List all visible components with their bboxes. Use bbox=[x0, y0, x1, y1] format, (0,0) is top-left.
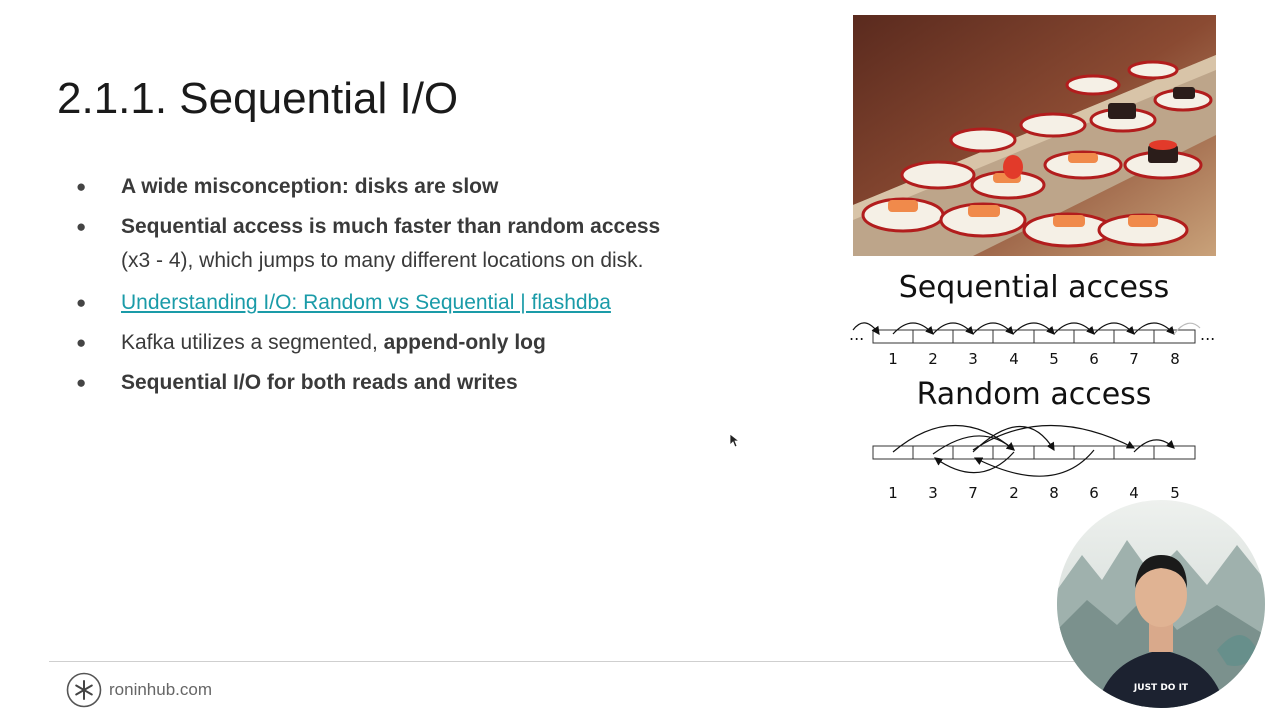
seq-label: 3 bbox=[968, 350, 978, 368]
bullet-item: ● A wide misconception: disks are slow bbox=[76, 170, 796, 204]
bullet-item: ● Understanding I/O: Random vs Sequentia… bbox=[76, 286, 796, 320]
seq-label: 5 bbox=[1049, 350, 1059, 368]
sushi-conveyor-image bbox=[853, 15, 1216, 256]
seq-label: 6 bbox=[1089, 350, 1099, 368]
bullet-text: A wide misconception: disks are slow bbox=[121, 175, 499, 198]
shirt-text: JUST DO IT bbox=[1133, 683, 1189, 693]
rand-label: 1 bbox=[888, 484, 898, 502]
seq-label: 8 bbox=[1170, 350, 1180, 368]
seq-label: 2 bbox=[928, 350, 938, 368]
bullet-dot-icon: ● bbox=[76, 177, 87, 196]
seq-label: 1 bbox=[888, 350, 898, 368]
ellipsis-right: ... bbox=[1200, 325, 1215, 344]
bullet-list: ● A wide misconception: disks are slow ●… bbox=[76, 170, 796, 406]
mouse-pointer-icon bbox=[729, 433, 741, 453]
seq-label: 7 bbox=[1129, 350, 1139, 368]
bullet-dot-icon: ● bbox=[76, 293, 87, 312]
ellipsis-left: ... bbox=[849, 325, 864, 344]
rand-label: 5 bbox=[1170, 484, 1180, 502]
bullet-text: Sequential I/O for both reads and writes bbox=[121, 371, 518, 394]
rand-label: 6 bbox=[1089, 484, 1099, 502]
rand-label: 8 bbox=[1049, 484, 1059, 502]
slide-title: 2.1.1. Sequential I/O bbox=[57, 74, 459, 123]
sequential-access-title: Sequential access bbox=[899, 270, 1169, 305]
rand-label: 2 bbox=[1009, 484, 1019, 502]
bullet-text-bold: append-only log bbox=[383, 331, 546, 354]
bullet-dot-icon: ● bbox=[76, 333, 87, 352]
rand-label: 3 bbox=[928, 484, 938, 502]
seq-label: 4 bbox=[1009, 350, 1019, 368]
bullet-item: ● Sequential access is much faster than … bbox=[76, 210, 796, 278]
random-access-title: Random access bbox=[917, 377, 1152, 412]
bullet-text: Kafka utilizes a segmented, bbox=[121, 331, 384, 354]
bullet-text-bold: Sequential access is much faster than ra… bbox=[121, 215, 661, 238]
bullet-text: (x3 - 4), which jumps to many different … bbox=[121, 249, 644, 272]
presenter-webcam: JUST DO IT bbox=[1057, 500, 1265, 708]
bullet-item: ● Kafka utilizes a segmented, append-onl… bbox=[76, 326, 796, 360]
flashdba-link[interactable]: Understanding I/O: Random vs Sequential … bbox=[121, 291, 611, 314]
asterisk-circle-icon bbox=[66, 672, 102, 708]
footer-site-name: roninhub.com bbox=[109, 680, 213, 699]
access-pattern-diagram: Sequential access ... ... 1 2 3 4 5 6 bbox=[845, 262, 1225, 512]
bullet-dot-icon: ● bbox=[76, 217, 87, 236]
footer-divider bbox=[49, 661, 1089, 662]
rand-label: 7 bbox=[968, 484, 978, 502]
rand-label: 4 bbox=[1129, 484, 1139, 502]
bullet-item: ● Sequential I/O for both reads and writ… bbox=[76, 366, 796, 400]
bullet-dot-icon: ● bbox=[76, 373, 87, 392]
